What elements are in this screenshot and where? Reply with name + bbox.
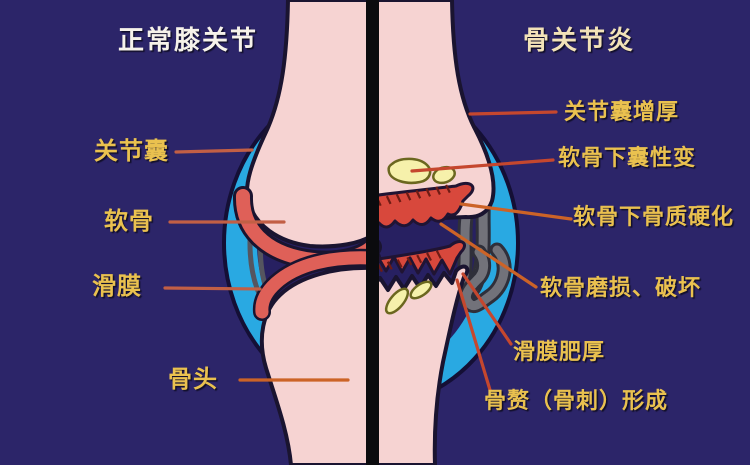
label-subchondral-cystic-change: 软骨下囊性变 — [558, 146, 697, 171]
cartilage-normal-tibia — [252, 248, 381, 321]
leader-cartilage-wear — [439, 222, 538, 289]
tibia-normal — [259, 265, 373, 465]
divider-bar — [366, 0, 379, 465]
label-bone: 骨头 — [168, 365, 218, 393]
leader-synovium — [163, 286, 262, 291]
cyst-tibia-1 — [384, 287, 410, 315]
cyst-femur-large — [387, 157, 432, 185]
label-synovium: 滑膜 — [92, 272, 142, 300]
leader-joint-capsule — [174, 148, 254, 154]
label-cartilage: 软骨 — [104, 207, 154, 235]
leader-osteophyte — [455, 278, 492, 392]
erosion-fringe-tibia — [377, 250, 442, 273]
label-synovium-hypertrophy: 滑膜肥厚 — [513, 340, 606, 365]
label-cartilage-wear: 软骨磨损、破坏 — [540, 276, 702, 301]
leader-cystic-change — [410, 158, 555, 173]
label-capsule-thickening: 关节囊增厚 — [564, 100, 680, 125]
label-osteophyte-formation: 骨赘（骨刺）形成 — [484, 389, 669, 414]
title-osteoarthritis: 骨关节炎 — [523, 26, 636, 56]
label-subchondral-sclerosis: 软骨下骨质硬化 — [573, 205, 735, 230]
leader-lines-normal — [163, 148, 350, 382]
title-normal-knee: 正常膝关节 — [118, 26, 259, 56]
leader-capsule-thickening — [468, 110, 558, 116]
subchondral-cysts — [384, 157, 456, 315]
cyst-tibia-2 — [409, 280, 433, 300]
leader-lines-oa — [410, 110, 573, 392]
leader-synovium-hypertrophy — [461, 272, 513, 346]
leader-sclerosis — [459, 202, 573, 221]
cartilage-oa-femur — [369, 181, 475, 229]
label-joint-capsule: 关节囊 — [94, 137, 169, 165]
